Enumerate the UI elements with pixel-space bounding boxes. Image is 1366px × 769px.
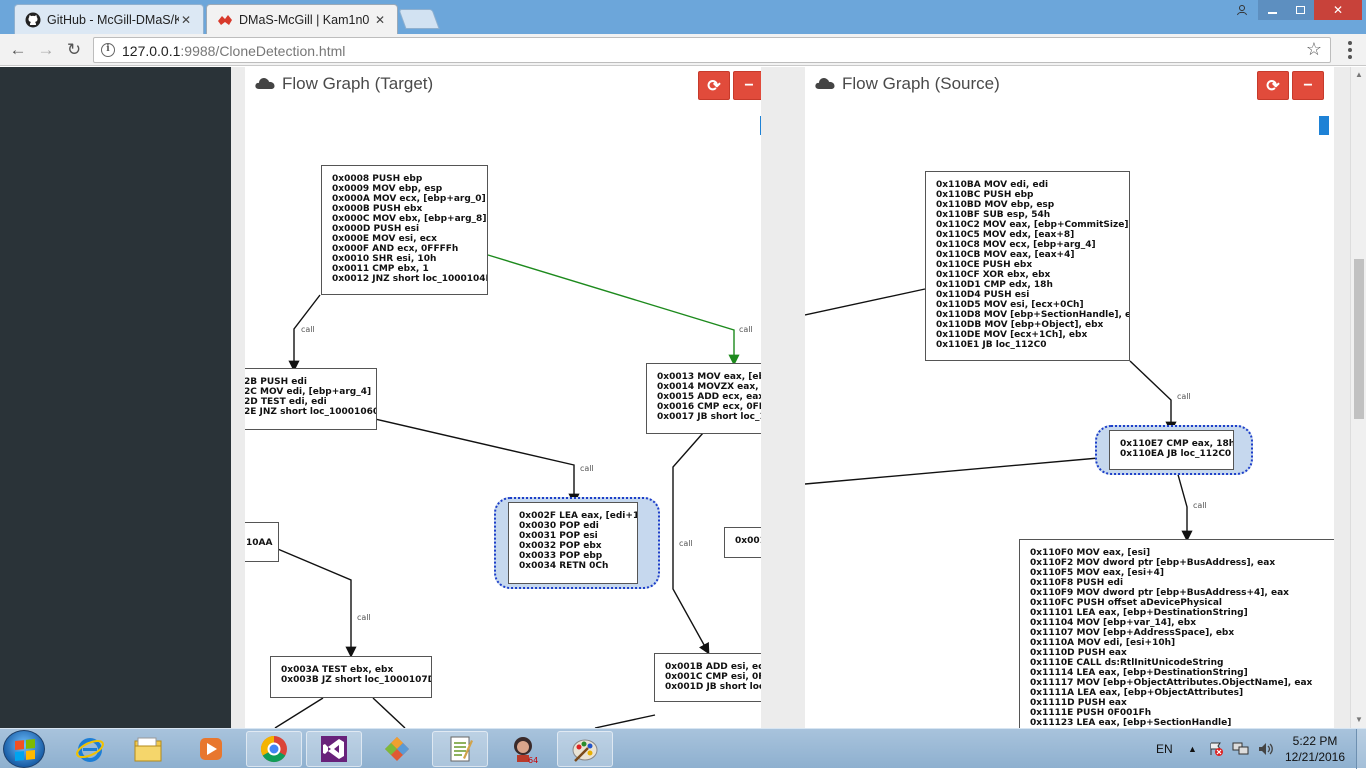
close-icon[interactable]: ✕: [1314, 0, 1362, 20]
graph-edge: [372, 697, 406, 728]
cloud-icon: [255, 78, 275, 89]
start-button[interactable]: [3, 730, 45, 768]
new-tab-button[interactable]: [398, 9, 440, 29]
source-graph-edges: [805, 288, 1193, 542]
back-icon[interactable]: ←: [9, 40, 27, 59]
graph-edge: [805, 288, 926, 316]
notepad-icon[interactable]: [432, 731, 488, 767]
scroll-down-icon[interactable]: ▼: [1355, 715, 1363, 724]
kam1n0-logo-icon: [218, 14, 232, 25]
system-clock[interactable]: 5:22 PM 12/21/2016: [1280, 733, 1350, 765]
graph-edge: [594, 714, 656, 728]
bookmark-star-icon[interactable]: ☆: [1305, 39, 1322, 59]
edge-label-call: call: [739, 325, 753, 334]
graph-node-matched[interactable]: 0x110E7 CMP eax, 18h 0x110EA JB loc_112C…: [1109, 430, 1234, 470]
forward-icon[interactable]: →: [37, 40, 55, 59]
page-scrollbar[interactable]: ▲ ▼: [1350, 67, 1366, 728]
cloud-icon: [815, 78, 835, 89]
info-icon[interactable]: i: [101, 43, 115, 57]
edge-label-call: call: [580, 464, 594, 473]
network-icon[interactable]: [1232, 729, 1250, 769]
refresh-button[interactable]: ⟳: [698, 71, 730, 100]
graph-node[interactable]: 0x0013 MOV eax, [ebp+ar 0x0014 MOVZX eax…: [646, 363, 775, 434]
graph-edge: [805, 456, 1111, 485]
github-icon: [25, 12, 41, 27]
flow-graph-source-panel: call call 0x110BA MOV edi, edi 0x110BC P…: [805, 67, 1334, 728]
collapse-button[interactable]: −: [1292, 71, 1324, 100]
close-icon[interactable]: ✕: [180, 12, 192, 27]
main-content: call call call call call 0x0008 PUSH ebp…: [231, 67, 1350, 728]
reload-icon[interactable]: ↻: [66, 40, 82, 59]
refresh-button[interactable]: ⟳: [1257, 71, 1289, 100]
flow-graph-target-panel: call call call call call 0x0008 PUSH ebp…: [245, 67, 775, 728]
edge-label-call: call: [301, 325, 315, 334]
graph-node[interactable]: 0x003A TEST ebx, ebx 0x003B JZ short loc…: [270, 656, 432, 698]
tab-kam1n0[interactable]: DMaS-McGill | Kam1n0 ✕: [206, 4, 398, 34]
sidebar: [0, 67, 231, 728]
panel-header: Flow Graph (Target) ⟳ −: [245, 67, 775, 105]
graph-edge: [288, 294, 321, 372]
edge-label-call: call: [357, 613, 371, 622]
panel-header: Flow Graph (Source) ⟳ −: [805, 67, 1334, 105]
address-bar[interactable]: i 127.0.0.1:9988/CloneDetection.html ☆: [93, 37, 1331, 63]
show-hidden-icons-icon[interactable]: ▲: [1188, 744, 1197, 754]
graph-edge: [1176, 470, 1193, 542]
language-indicator[interactable]: EN: [1156, 742, 1173, 756]
scrollbar-thumb[interactable]: [1354, 259, 1364, 419]
scroll-up-icon[interactable]: ▲: [1355, 70, 1363, 79]
volume-icon[interactable]: [1257, 729, 1275, 769]
edge-label-call: call: [1177, 392, 1191, 401]
git-icon[interactable]: [369, 731, 425, 767]
clock-date: 12/21/2016: [1284, 750, 1346, 764]
paint-icon[interactable]: [557, 731, 613, 767]
file-explorer-icon[interactable]: [120, 731, 176, 767]
panel-title: Flow Graph (Source): [842, 74, 1000, 93]
minimize-icon[interactable]: [1258, 0, 1286, 20]
url-text: 127.0.0.1:9988/CloneDetection.html: [122, 43, 346, 59]
graph-edge: [1129, 360, 1177, 433]
refresh-icon: ⟳: [1266, 77, 1280, 95]
internet-explorer-icon[interactable]: [62, 731, 118, 767]
graph-node-matched[interactable]: 0x002F LEA eax, [edi+1] 0x0030 POP edi 0…: [508, 502, 638, 584]
graph-node[interactable]: 2B PUSH edi 2C MOV edi, [ebp+arg_4] 2D T…: [245, 368, 377, 430]
media-player-icon[interactable]: [183, 731, 239, 767]
graph-scroll-indicator[interactable]: [1319, 116, 1329, 135]
collapse-button[interactable]: −: [733, 71, 765, 100]
browser-toolbar: ← → ↻ i 127.0.0.1:9988/CloneDetection.ht…: [0, 34, 1366, 66]
minus-icon: −: [744, 76, 754, 94]
show-desktop-button[interactable]: [1356, 729, 1366, 769]
graph-node[interactable]: 0x110BA MOV edi, edi 0x110BC PUSH ebp 0x…: [925, 171, 1130, 361]
graph-edge: [374, 418, 580, 505]
clock-time: 5:22 PM: [1292, 734, 1338, 748]
restore-icon[interactable]: [1286, 0, 1314, 20]
graph-node[interactable]: 0x001B ADD esi, ecx 0x001C CMP esi, 0FFF…: [654, 653, 775, 702]
chrome-icon[interactable]: [246, 731, 302, 767]
graph-node[interactable]: 0x0008 PUSH ebp 0x0009 MOV ebp, esp 0x00…: [321, 165, 488, 295]
user-app-icon[interactable]: 64: [495, 731, 551, 767]
panel-title: Flow Graph (Target): [282, 74, 434, 93]
graph-edge: [274, 697, 324, 728]
refresh-icon: ⟳: [707, 77, 721, 95]
tab-title: DMaS-McGill | Kam1n0: [239, 12, 370, 27]
browser-menu-icon[interactable]: [1340, 40, 1360, 60]
windows-logo-icon: [15, 738, 35, 762]
windows-taskbar: 64 EN ▲ 5:22 PM 12/21/2016: [0, 728, 1366, 769]
tab-title: GitHub - McGill-DMaS/K: [47, 12, 179, 27]
graph-edge: [272, 546, 357, 658]
graph-node[interactable]: 0x110F0 MOV eax, [esi] 0x110F2 MOV dword…: [1019, 539, 1334, 728]
tab-github[interactable]: GitHub - McGill-DMaS/K ✕: [14, 4, 204, 34]
svg-text:64: 64: [528, 756, 538, 764]
action-center-icon[interactable]: [1208, 729, 1224, 769]
edge-label-call: call: [679, 539, 693, 548]
browser-tab-bar: GitHub - McGill-DMaS/K ✕ DMaS-McGill | K…: [0, 0, 1366, 34]
minus-icon: −: [1303, 76, 1313, 94]
user-icon[interactable]: [1229, 0, 1254, 20]
close-icon[interactable]: ✕: [374, 12, 386, 27]
graph-node[interactable]: 10AA: [245, 522, 279, 562]
panel-gutter: [761, 67, 775, 728]
visual-studio-icon[interactable]: [306, 731, 362, 767]
graph-edge: [672, 432, 710, 655]
edge-label-call: call: [1193, 501, 1207, 510]
graph-edge: [487, 254, 740, 366]
